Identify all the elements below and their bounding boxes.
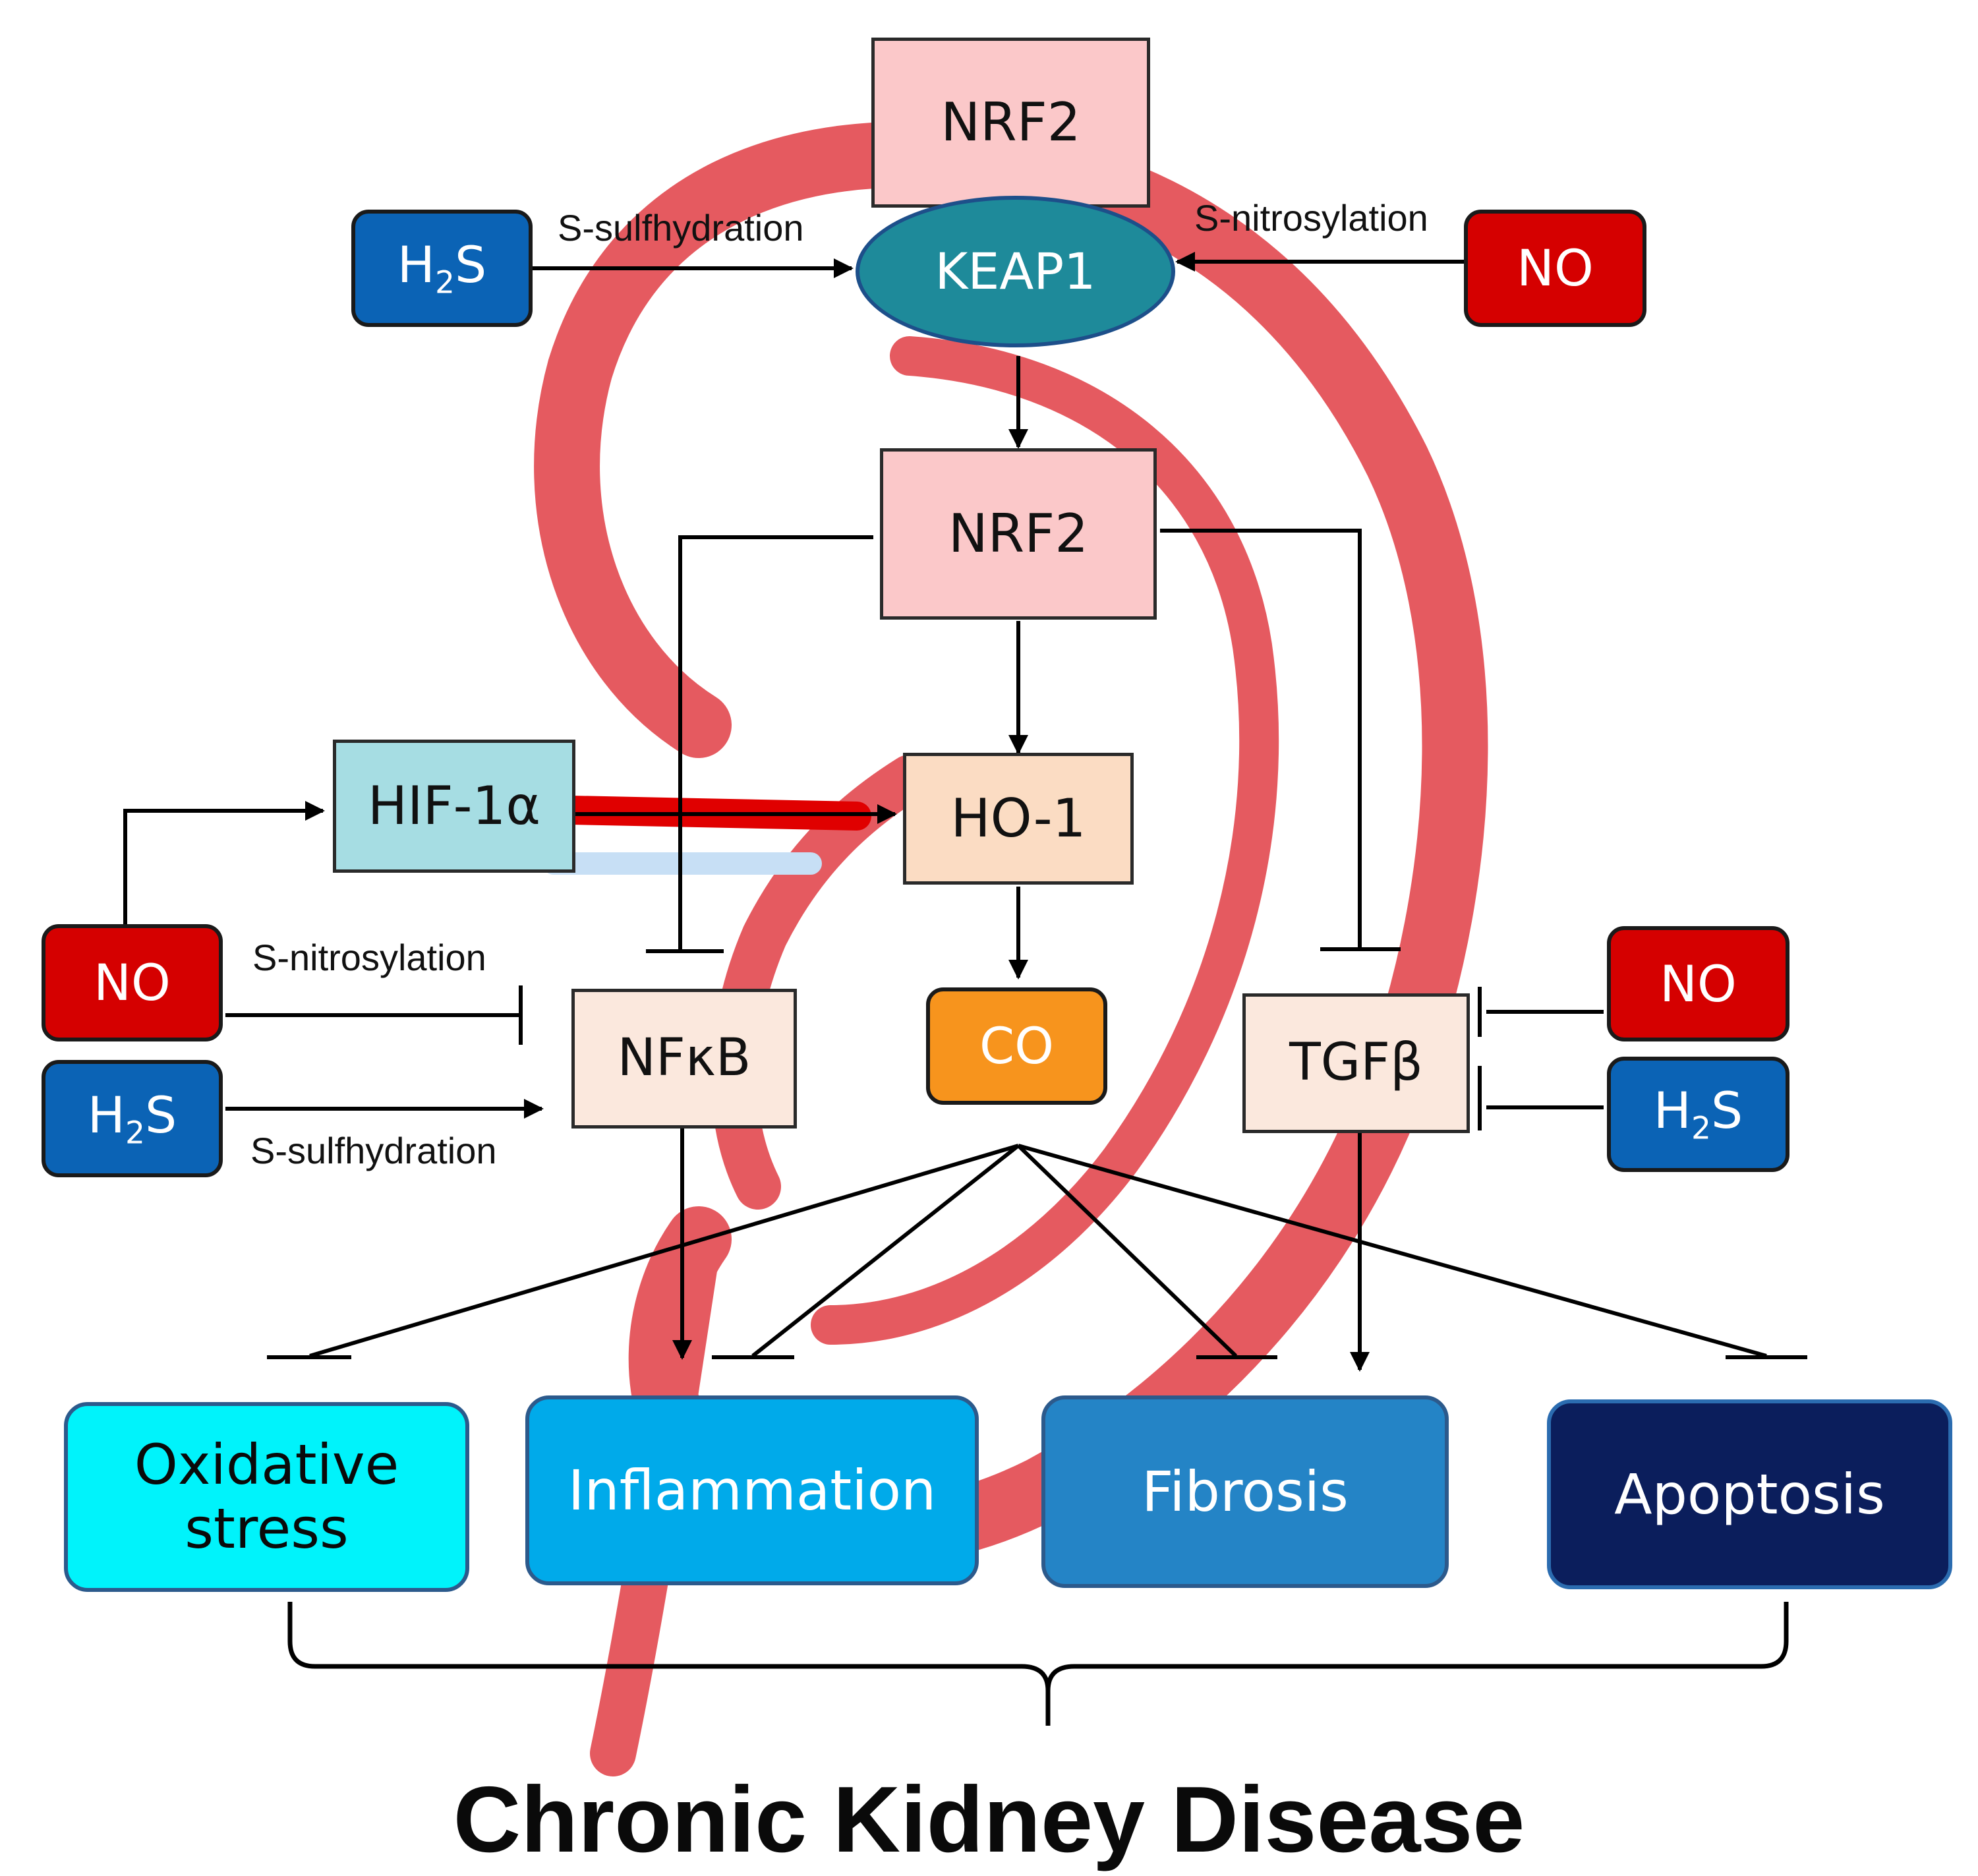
- co-box: CO: [926, 987, 1107, 1105]
- no-right-box: NO: [1607, 926, 1789, 1041]
- no-top-label: NO: [1517, 239, 1594, 298]
- oxidative-stress-line1: Oxidative: [134, 1432, 399, 1498]
- edge-label-s-nitrosylation-left: S-nitrosylation: [252, 937, 486, 978]
- co-label: CO: [979, 1016, 1054, 1076]
- no-left-label: NO: [94, 953, 171, 1012]
- hif1a-label: HIF-1α: [367, 775, 541, 836]
- fibrosis-box: Fibrosis: [1041, 1395, 1449, 1588]
- nrf2-top-box: NRF2: [871, 38, 1150, 208]
- inhibit-co-apoptosis: [1018, 1144, 1767, 1358]
- keap1-label: KEAP1: [935, 242, 1096, 301]
- tgfb-box: TGFβ: [1242, 993, 1470, 1133]
- no-left-box: NO: [42, 924, 223, 1041]
- inhibit-nrf2-tgfb: [1160, 529, 1362, 949]
- tgfb-label: TGFβ: [1289, 1033, 1423, 1093]
- inflammation-box: Inflammation: [525, 1395, 979, 1585]
- arrow-no-to-hif: [123, 801, 325, 924]
- nfkb-label: NFκB: [617, 1028, 751, 1088]
- nrf2-mid-box: NRF2: [880, 448, 1157, 620]
- h2s-left-box: H2S: [42, 1060, 223, 1177]
- inhibit-co-inflammation: [751, 1144, 1020, 1358]
- ho1-box: HO-1: [903, 753, 1134, 885]
- curly-brace: [287, 1602, 1789, 1726]
- h2s-top-label: H2S: [397, 235, 487, 301]
- kidney-inner-wall: [811, 336, 1279, 1345]
- nrf2-mid-label: NRF2: [948, 503, 1089, 564]
- fibrosis-label: Fibrosis: [1142, 1459, 1349, 1524]
- keap1-ellipse: KEAP1: [856, 196, 1175, 347]
- inhibit-co-fibrosis: [1016, 1144, 1238, 1358]
- oxidative-stress-line2: stress: [185, 1496, 349, 1561]
- nrf2-top-label: NRF2: [941, 92, 1081, 153]
- no-right-label: NO: [1660, 954, 1737, 1013]
- ho1-label: HO-1: [950, 788, 1086, 849]
- edge-label-s-sulfhydration-top: S-sulfhydration: [558, 207, 804, 249]
- nfkb-box: NFκB: [571, 989, 797, 1129]
- h2s-right-label: H2S: [1653, 1081, 1743, 1147]
- diagram-title: Chronic Kidney Disease: [453, 1767, 1525, 1872]
- inhibit-co-oxidative: [309, 1144, 1019, 1358]
- edge-label-s-nitrosylation-top: S-nitrosylation: [1194, 197, 1428, 239]
- no-top-box: NO: [1464, 210, 1646, 327]
- oxidative-stress-box: Oxidative stress: [64, 1402, 469, 1592]
- h2s-top-box: H2S: [351, 210, 533, 327]
- apoptosis-label: Apoptosis: [1614, 1461, 1885, 1527]
- h2s-left-label: H2S: [87, 1085, 177, 1152]
- inflammation-label: Inflammation: [567, 1457, 937, 1523]
- hif1a-box: HIF-1α: [333, 740, 575, 873]
- edge-label-s-sulfhydration-left: S-sulfhydration: [250, 1130, 497, 1171]
- apoptosis-box: Apoptosis: [1547, 1399, 1952, 1589]
- h2s-right-box: H2S: [1607, 1057, 1789, 1172]
